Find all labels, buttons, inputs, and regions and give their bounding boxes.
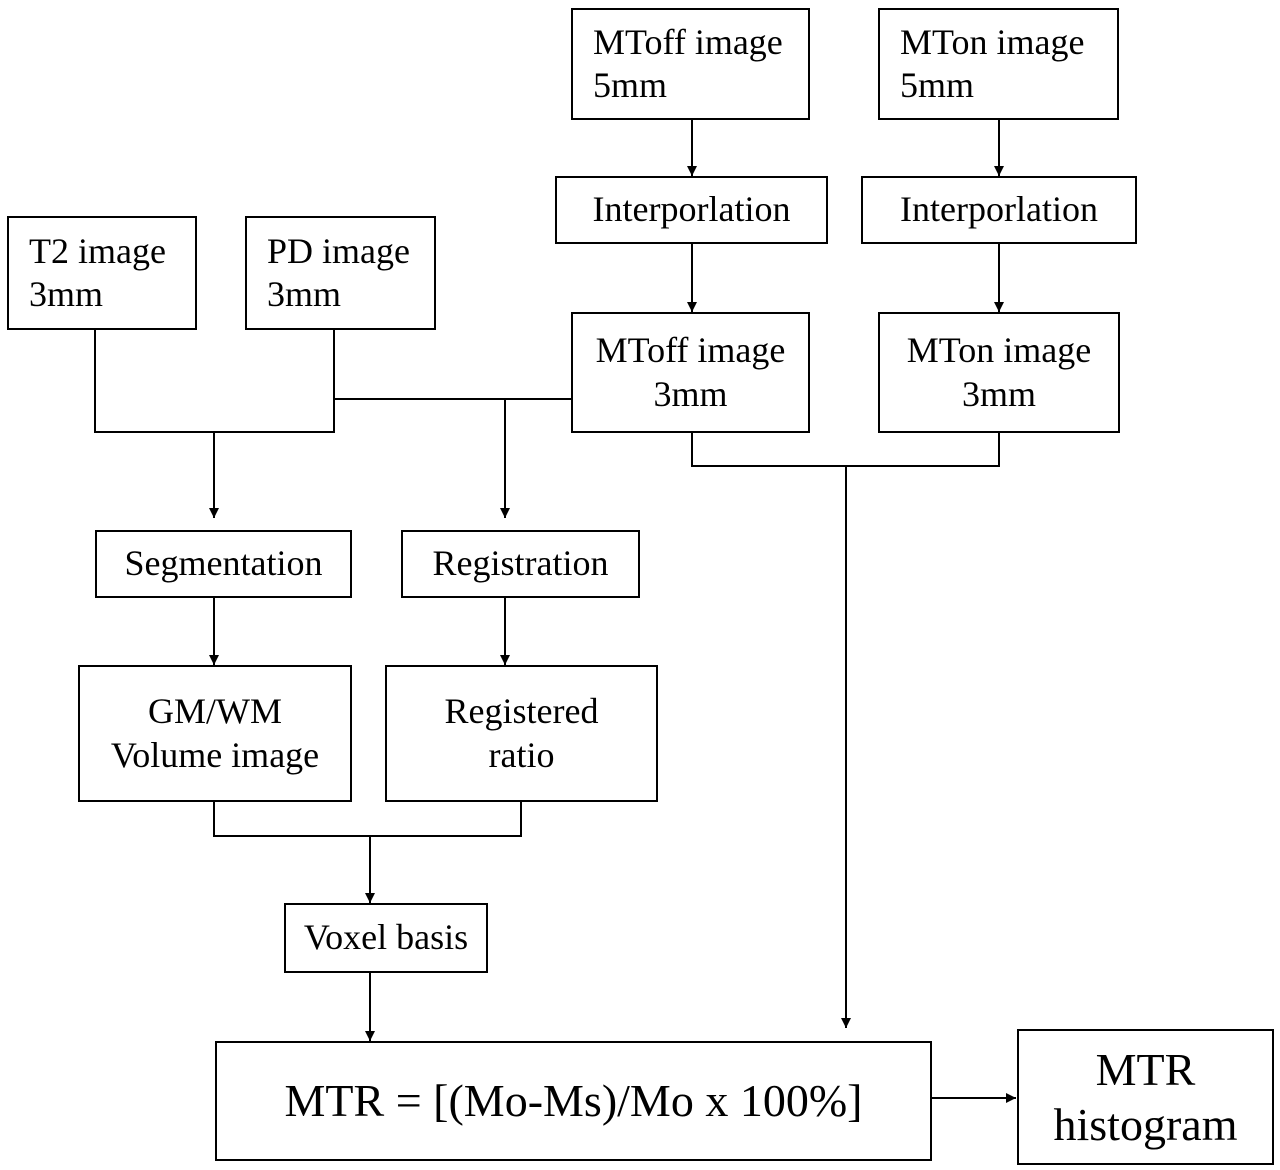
registered-ratio-line1: Registered [444, 691, 599, 732]
segmentation-label: Segmentation [124, 543, 323, 584]
mton-3mm-line1: MTon image [906, 330, 1092, 371]
mtoff-3mm-line1: MToff image [595, 330, 786, 371]
segmentation-box: Segmentation [95, 530, 352, 598]
gmwm-volume-line2: Volume image [110, 734, 320, 775]
interpolation-on-box: Interporlation [861, 176, 1137, 244]
registered-ratio-box: Registered ratio [385, 665, 658, 802]
t2-image-line1: T2 image [29, 230, 166, 271]
mton-3mm-box: MTon image 3mm [878, 312, 1120, 433]
voxel-basis-label: Voxel basis [303, 917, 469, 958]
gmwm-ratio-bracket [213, 802, 522, 837]
mtr-histogram-line2: histogram [1053, 1099, 1238, 1150]
registered-ratio-line2: ratio [488, 734, 555, 775]
mton-5mm-box: MTon image 5mm [878, 8, 1119, 120]
registration-box: Registration [401, 530, 640, 598]
interpolation-off-label: Interporlation [592, 189, 791, 230]
mtoff-mton-bracket [691, 433, 1000, 467]
t2-image-line2: 3mm [29, 274, 104, 314]
registration-label: Registration [432, 543, 609, 584]
t2-image-box: T2 image 3mm [7, 216, 197, 330]
gmwm-volume-box: GM/WM Volume image [78, 665, 352, 802]
mtoff-5mm-line2: 5mm [593, 65, 668, 105]
mtr-histogram-box: MTR histogram [1017, 1029, 1274, 1165]
mtoff-5mm-line1: MToff image [593, 21, 783, 62]
pd-image-line1: PD image [267, 230, 410, 271]
interpolation-off-box: Interporlation [555, 176, 828, 244]
pd-image-box: PD image 3mm [245, 216, 436, 330]
gmwm-volume-line1: GM/WM [148, 691, 282, 732]
mtr-histogram-line1: MTR [1095, 1043, 1196, 1095]
mtoff-3mm-box: MToff image 3mm [571, 312, 810, 433]
mtr-formula-box: MTR = [(Mo-Ms)/Mo x 100%] [215, 1041, 932, 1161]
mton-3mm-line2: 3mm [961, 373, 1036, 414]
pd-image-line2: 3mm [267, 274, 342, 314]
t2-pd-bracket [94, 330, 335, 433]
mtoff-3mm-line2: 3mm [653, 373, 728, 414]
mton-5mm-line2: 5mm [900, 65, 975, 105]
voxel-basis-box: Voxel basis [284, 903, 488, 973]
mton-5mm-line1: MTon image [900, 21, 1085, 62]
interpolation-on-label: Interporlation [900, 189, 1098, 230]
mtr-formula-label: MTR = [(Mo-Ms)/Mo x 100%] [284, 1075, 863, 1127]
mtoff-5mm-box: MToff image 5mm [571, 8, 810, 120]
